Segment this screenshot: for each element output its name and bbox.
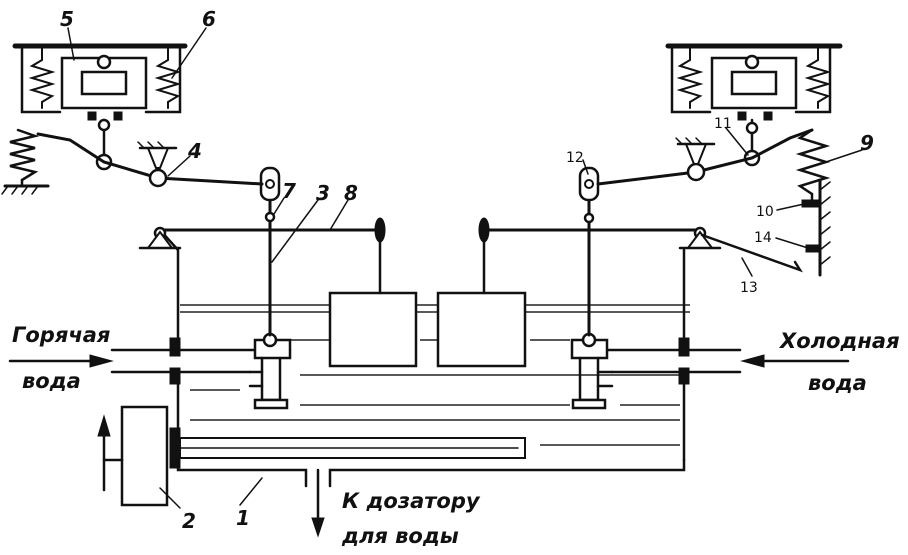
callout-2: 2 <box>182 509 196 533</box>
callout-5: 5 <box>60 7 74 31</box>
callout-10: 10 <box>756 204 774 220</box>
callout-7: 7 <box>282 179 296 203</box>
callout-6: 6 <box>202 7 216 31</box>
heater-unit <box>97 405 526 507</box>
outlet-label-line2: для воды <box>341 524 459 548</box>
callout-13: 13 <box>740 280 758 296</box>
cold-water-label-line1: Холодная <box>778 329 900 353</box>
water-surface-lines <box>180 304 690 446</box>
callout-leaders <box>67 27 863 509</box>
lever-left <box>138 226 382 252</box>
callout-3: 3 <box>316 181 330 205</box>
callout-4: 4 <box>187 139 202 163</box>
cold-valve <box>570 332 614 410</box>
float-left <box>328 217 418 368</box>
right-relay-mechanism <box>596 43 843 277</box>
cold-water-inlet <box>588 337 850 385</box>
callout-8: 8 <box>344 181 358 205</box>
float-right <box>436 217 527 368</box>
outlet-arrow <box>311 468 325 538</box>
hot-valve <box>248 332 292 410</box>
left-relay-mechanism <box>1 43 264 195</box>
outlet-label-line1: К дозатору <box>342 489 481 513</box>
lever-right <box>482 226 803 273</box>
callout-12: 12 <box>566 150 584 166</box>
cold-water-label-line2: вода <box>808 371 867 395</box>
callout-1: 1 <box>236 506 250 530</box>
callout-9: 9 <box>860 131 874 155</box>
hot-water-label-line2: вода <box>22 369 81 393</box>
push-rod-left <box>259 166 281 337</box>
callout-11: 11 <box>714 116 732 132</box>
hot-water-label-line1: Горячая <box>12 323 110 347</box>
callout-14: 14 <box>754 230 772 246</box>
push-rod-right <box>578 166 600 337</box>
